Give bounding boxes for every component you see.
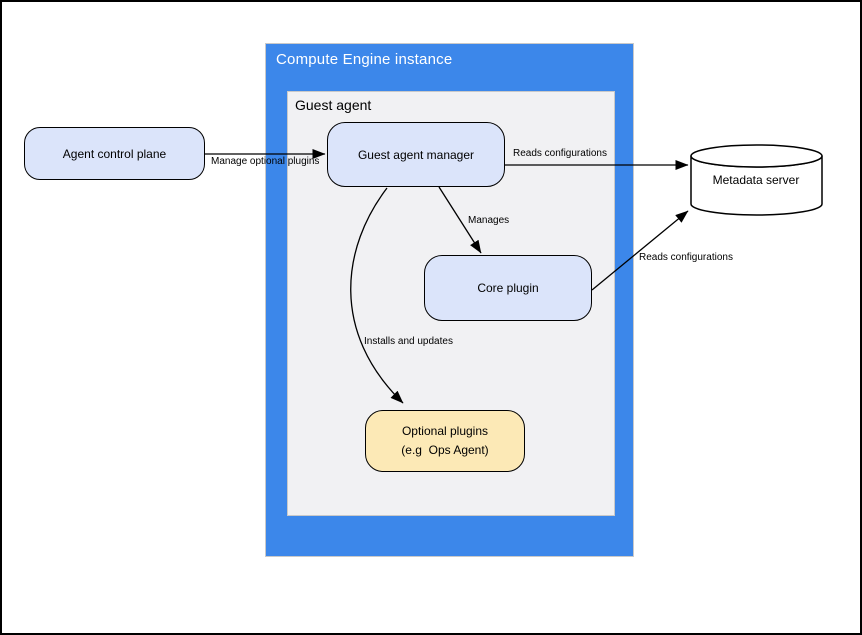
edge-label-reads-configurations-manager: Reads configurations [513,148,607,159]
node-guest-agent-manager: Guest agent manager [327,122,505,187]
node-metadata-server-label: Metadata server [712,173,800,187]
node-agent-control-plane: Agent control plane [24,127,205,180]
optional-plugins-label-line1: Optional plugins [401,423,489,438]
edge-label-installs-and-updates: Installs and updates [364,336,453,347]
optional-plugins-label-line2: (e.g Ops Agent) [401,443,489,457]
edge-label-manage-optional-plugins: Manage optional plugins [211,156,320,167]
node-core-plugin: Core plugin [424,255,592,321]
edge-label-reads-configurations-core: Reads configurations [639,252,733,263]
guest-agent-title: Guest agent [295,97,372,113]
compute-engine-instance-title: Compute Engine instance [276,51,453,68]
edge-label-manages: Manages [468,215,510,226]
node-optional-plugins: Optional plugins (e.g Ops Agent) [365,410,525,472]
